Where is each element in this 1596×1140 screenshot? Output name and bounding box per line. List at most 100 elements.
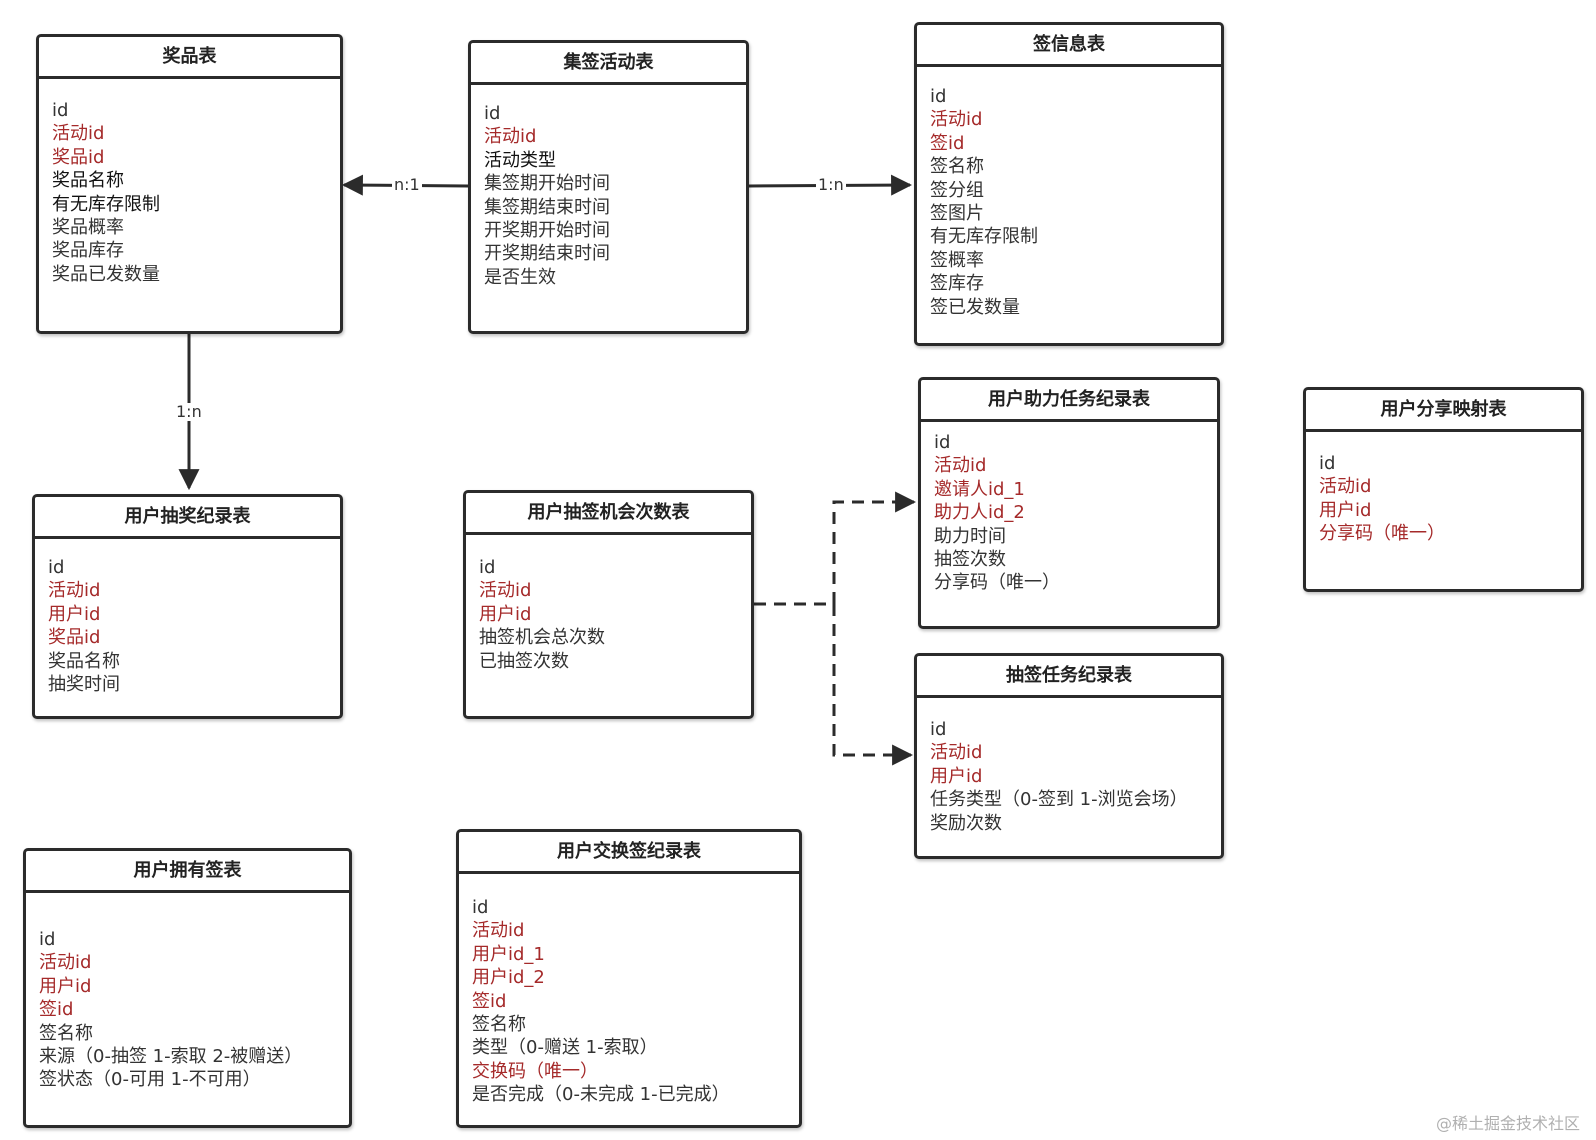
field-row: 类型（0-赠送 1-索取） (472, 1037, 658, 1059)
field-row: 活动id (930, 742, 983, 764)
field-row: 用户id (479, 603, 532, 625)
field-row: 是否生效 (484, 266, 556, 288)
relation-label-activity-sign-info: 1:n (816, 175, 846, 194)
field-row: id (472, 897, 489, 918)
field-row: 签id (930, 132, 965, 154)
field-row: 集签期开始时间 (484, 173, 610, 195)
field-row: 助力时间 (934, 525, 1006, 547)
field-row: 开奖期开始时间 (484, 220, 610, 242)
relation-draw-chance-draw-task (832, 604, 914, 766)
field-row: 邀请人id_1 (934, 478, 1025, 500)
field-row: 奖品id (52, 146, 105, 168)
field-row: id (39, 929, 56, 950)
field-row: 活动id (472, 920, 525, 942)
field-row: 抽奖时间 (48, 674, 120, 696)
field-row: 活动id (484, 126, 537, 148)
field-row: 用户id (930, 765, 983, 787)
field-row: 抽签机会总次数 (479, 627, 605, 649)
field-row: id (52, 100, 69, 121)
field-row: 集签期结束时间 (484, 196, 610, 218)
field-row: 来源（0-抽签 1-索取 2-被赠送） (39, 1046, 303, 1068)
entity-title: 用户抽奖纪录表 (35, 497, 340, 539)
field-row: 签已发数量 (930, 296, 1020, 318)
field-row: 活动类型 (484, 149, 556, 171)
entity-title: 集签活动表 (471, 43, 746, 85)
watermark: @稀土掘金技术社区 (1435, 1114, 1580, 1133)
field-row: 活动id (930, 109, 983, 131)
field-row: 活动id (48, 580, 101, 602)
field-row: 奖品已发数量 (52, 263, 160, 285)
field-row: 抽签次数 (934, 549, 1006, 571)
entity-title: 奖品表 (39, 37, 340, 79)
field-row: id (479, 557, 496, 578)
field-row: 签库存 (930, 273, 984, 295)
field-row: 用户id_1 (472, 943, 545, 965)
field-row: 有无库存限制 (930, 226, 1038, 248)
field-row: 已抽签次数 (479, 650, 569, 672)
entity-title: 用户抽签机会次数表 (466, 493, 751, 535)
field-row: 活动id (479, 580, 532, 602)
field-row: 任务类型（0-签到 1-浏览会场） (930, 789, 1188, 811)
entity-title: 抽签任务纪录表 (917, 656, 1221, 698)
field-row: id (930, 86, 947, 107)
relation-draw-chance-assist-task (754, 491, 917, 606)
field-row: 活动id (39, 952, 92, 974)
field-row: 是否完成（0-未完成 1-已完成） (472, 1084, 730, 1106)
field-row: 签id (39, 999, 74, 1021)
field-row: id (48, 557, 65, 578)
field-row: 奖品id (48, 627, 101, 649)
field-row: 用户id (48, 603, 101, 625)
field-row: 助力人id_2 (934, 502, 1025, 524)
entity-title: 用户拥有签表 (26, 851, 349, 893)
relation-label-activity-prize: n:1 (392, 175, 422, 194)
field-row: 用户id (1319, 499, 1372, 521)
field-row: 签id (472, 990, 507, 1012)
field-row: 奖品名称 (52, 170, 124, 192)
relation-label-prize-lottery-record: 1:n (174, 402, 204, 421)
field-row: 签概率 (930, 249, 984, 271)
field-row: 奖品库存 (52, 240, 124, 262)
field-row: 签名称 (472, 1014, 526, 1036)
field-row: 有无库存限制 (52, 193, 160, 215)
field-row: 活动id (934, 455, 987, 477)
field-row: 签图片 (930, 203, 984, 225)
entity-title: 签信息表 (917, 25, 1221, 67)
field-row: 活动id (52, 123, 105, 145)
field-row: id (930, 719, 947, 740)
field-row: 签名称 (930, 156, 984, 178)
field-row: 签名称 (39, 1022, 93, 1044)
field-row: 用户id (39, 975, 92, 997)
field-row: 奖品名称 (48, 650, 120, 672)
field-row: 分享码（唯一） (1319, 523, 1445, 545)
entity-title: 用户助力任务纪录表 (921, 380, 1217, 422)
field-row: id (1319, 453, 1336, 474)
field-row: 分享码（唯一） (934, 572, 1060, 594)
field-row: 用户id_2 (472, 967, 545, 989)
field-row: 奖励次数 (930, 812, 1002, 834)
entity-title: 用户交换签纪录表 (459, 832, 799, 874)
field-row: 签状态（0-可用 1-不可用） (39, 1069, 261, 1091)
field-row: 开奖期结束时间 (484, 243, 610, 265)
field-row: 交换码（唯一） (472, 1060, 598, 1082)
field-row: id (484, 103, 501, 124)
